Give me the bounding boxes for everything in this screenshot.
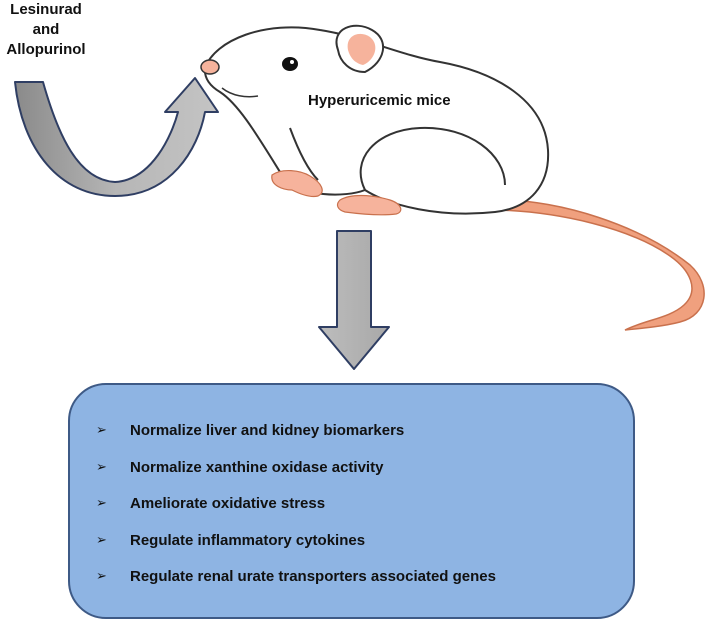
down-arrow-icon — [318, 230, 390, 370]
effect-item: ➢ Normalize liver and kidney biomarkers — [96, 421, 496, 458]
arrowhead-bullet-icon: ➢ — [96, 496, 107, 511]
effect-item-text: Regulate renal urate transporters associ… — [130, 568, 496, 585]
effects-list: ➢ Normalize liver and kidney biomarkers … — [96, 421, 496, 604]
arrowhead-bullet-icon: ➢ — [96, 569, 107, 584]
effect-item: ➢ Regulate inflammatory cytokines — [96, 531, 496, 568]
mouse-tail — [497, 199, 705, 331]
mouse-front-paw — [271, 170, 323, 198]
mouse-illustration — [200, 24, 705, 331]
administration-arrow-icon — [14, 77, 219, 197]
effect-item: ➢ Normalize xanthine oxidase activity — [96, 458, 496, 495]
effect-item-text: Normalize xanthine oxidase activity — [130, 458, 384, 476]
arrowhead-bullet-icon: ➢ — [96, 423, 107, 438]
effect-item-text: Ameliorate oxidative stress — [130, 495, 326, 512]
drug-label-line-3: Allopurinol — [6, 41, 86, 58]
arrowhead-bullet-icon: ➢ — [96, 532, 107, 548]
drug-label-line-1: Lesinurad — [10, 1, 82, 18]
effect-item: ➢ Ameliorate oxidative stress — [96, 494, 496, 531]
effects-box: ➢ Normalize liver and kidney biomarkers … — [68, 383, 635, 619]
effect-item: ➢ Regulate renal urate transporters asso… — [96, 567, 496, 604]
mouse-hind-paw — [336, 194, 402, 216]
effect-item-text: Normalize liver and kidney biomarkers — [130, 422, 405, 439]
mouse-nose — [200, 59, 220, 75]
mouse-eye — [282, 57, 298, 71]
arrowhead-bullet-icon: ➢ — [96, 459, 107, 475]
mouse-label: Hyperuricemic mice — [308, 92, 451, 109]
drug-label-line-2: and — [32, 21, 60, 38]
drug-label: Lesinurad and Allopurinol — [0, 0, 92, 60]
effect-item-text: Regulate inflammatory cytokines — [130, 531, 366, 549]
